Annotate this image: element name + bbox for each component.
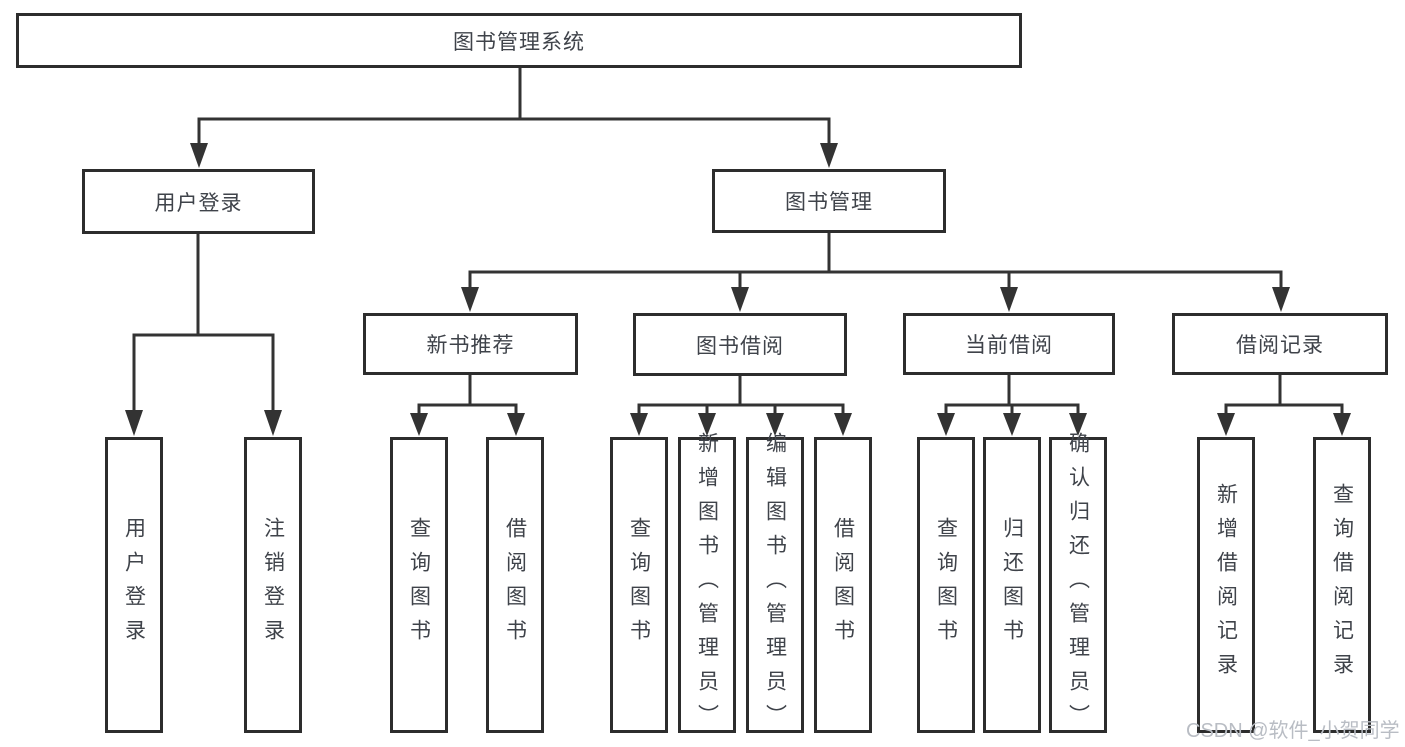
arrowheads — [125, 143, 1351, 436]
leaf-user-login: 用户登录 — [105, 437, 163, 733]
arrow-g2-1 — [630, 413, 648, 436]
node-borrowing-records-label: 借阅记录 — [1236, 334, 1324, 357]
node-user-login: 用户登录 — [82, 169, 315, 234]
leaf-add-books-admin-label: 新增图书（管理员） — [695, 432, 719, 738]
node-root-label: 图书管理系统 — [453, 30, 585, 54]
leaf-user-login-label: 用户登录 — [122, 517, 146, 653]
leaf-borrow-books-1-label: 借阅图书 — [503, 517, 527, 653]
watermark: CSDN @软件_小贺同学 — [1186, 720, 1400, 742]
leaf-edit-books-admin-label: 编辑图书（管理员） — [763, 432, 787, 738]
arrow-records — [1272, 287, 1290, 312]
leaf-query-borrow-record: 查询借阅记录 — [1313, 437, 1371, 733]
leaf-query-books-3: 查询图书 — [917, 437, 975, 733]
node-new-book-recommend-label: 新书推荐 — [426, 334, 515, 357]
leaf-query-books-2: 查询图书 — [610, 437, 668, 733]
leaf-query-books-1: 查询图书 — [390, 437, 448, 733]
leaf-logout: 注销登录 — [244, 437, 302, 733]
arrow-newbook — [461, 287, 479, 312]
leaf-add-borrow-record: 新增借阅记录 — [1197, 437, 1255, 733]
arrow-g3-3 — [1069, 413, 1087, 436]
leaf-add-books-admin: 新增图书（管理员） — [678, 432, 736, 738]
node-book-management-label: 图书管理 — [785, 191, 873, 214]
arrow-login — [125, 410, 143, 436]
leaf-confirm-return-admin-label: 确认归还（管理员） — [1066, 432, 1090, 738]
leaf-add-borrow-record-label: 新增借阅记录 — [1214, 483, 1238, 687]
leaf-borrow-books-1: 借阅图书 — [486, 437, 544, 733]
arrow-logout — [264, 410, 282, 436]
node-book-management: 图书管理 — [712, 169, 946, 233]
leaf-borrow-books-2: 借阅图书 — [814, 437, 872, 733]
leaf-confirm-return-admin: 确认归还（管理员） — [1049, 432, 1107, 738]
arrow-g4-2 — [1333, 413, 1351, 436]
arrow-g1-1 — [410, 413, 428, 436]
node-current-borrowing: 当前借阅 — [903, 313, 1115, 375]
arrow-borrow — [731, 287, 749, 312]
leaf-query-books-1-label: 查询图书 — [407, 517, 431, 653]
arrow-book-mgmt — [820, 143, 838, 168]
node-book-borrowing-label: 图书借阅 — [696, 334, 784, 358]
leaf-borrow-books-2-label: 借阅图书 — [831, 517, 855, 653]
node-user-login-label: 用户登录 — [154, 191, 243, 215]
leaf-edit-books-admin: 编辑图书（管理员） — [746, 432, 804, 738]
leaf-return-books-label: 归还图书 — [1000, 517, 1024, 653]
arrow-g1-2 — [507, 413, 525, 436]
arrow-g4-1 — [1217, 413, 1235, 436]
leaf-query-books-2-label: 查询图书 — [627, 517, 651, 653]
leaf-query-books-3-label: 查询图书 — [934, 517, 958, 653]
arrow-g2-4 — [834, 413, 852, 436]
leaf-logout-label: 注销登录 — [261, 517, 285, 653]
node-book-borrowing: 图书借阅 — [633, 313, 847, 376]
arrow-g2-2 — [698, 413, 716, 436]
node-new-book-recommend: 新书推荐 — [363, 313, 578, 375]
node-root: 图书管理系统 — [16, 13, 1022, 68]
arrow-user-login — [190, 143, 208, 168]
leaf-return-books: 归还图书 — [983, 437, 1041, 733]
arrow-g2-3 — [766, 413, 784, 436]
node-borrowing-records: 借阅记录 — [1172, 313, 1388, 375]
arrow-g3-1 — [937, 413, 955, 436]
arrow-current — [1000, 287, 1018, 312]
node-current-borrowing-label: 当前借阅 — [965, 334, 1053, 357]
arrow-g3-2 — [1003, 413, 1021, 436]
leaf-query-borrow-record-label: 查询借阅记录 — [1330, 483, 1354, 687]
